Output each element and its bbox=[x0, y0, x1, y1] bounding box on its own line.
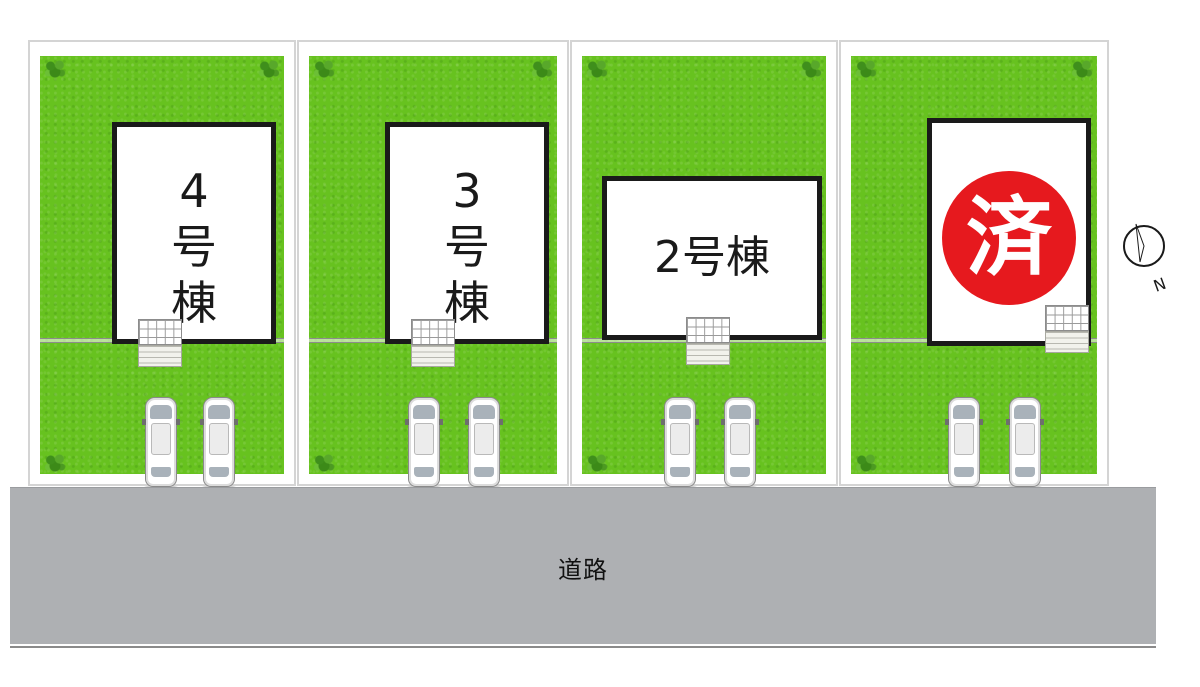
lot-2: 2号棟 bbox=[570, 40, 838, 491]
bush-icon bbox=[800, 58, 822, 78]
entry-steps bbox=[1045, 331, 1089, 353]
house-label: 3 号 棟 bbox=[390, 163, 544, 331]
car-icon bbox=[142, 397, 180, 491]
bush-icon bbox=[586, 452, 608, 472]
north-arrow-icon: N bbox=[1123, 223, 1169, 296]
house-4: 4 号 棟 bbox=[112, 122, 276, 344]
window-grid bbox=[1045, 305, 1089, 331]
house-label-line: 号 bbox=[171, 220, 217, 274]
car-icon bbox=[945, 397, 983, 491]
lot-4: 4 号 棟 bbox=[28, 40, 296, 491]
bush-icon bbox=[855, 58, 877, 78]
car-icon bbox=[661, 397, 699, 491]
bush-icon bbox=[258, 58, 280, 78]
bush-icon bbox=[1071, 58, 1093, 78]
sold-badge: 済 bbox=[942, 171, 1076, 305]
lawn: 4 号 棟 bbox=[40, 56, 284, 491]
entry-steps bbox=[411, 345, 455, 367]
house-3: 3 号 棟 bbox=[385, 122, 549, 344]
lawn: 済 bbox=[851, 56, 1097, 491]
bush-icon bbox=[531, 58, 553, 78]
window-grid bbox=[138, 319, 182, 345]
house-2: 2号棟 bbox=[602, 176, 822, 340]
bush-icon bbox=[855, 452, 877, 472]
window-grid bbox=[411, 319, 455, 345]
road-edge-line bbox=[10, 646, 1156, 648]
bush-icon bbox=[586, 58, 608, 78]
lawn: 2号棟 bbox=[582, 56, 826, 491]
lawn: 3 号 棟 bbox=[309, 56, 557, 491]
house-label: 4 号 棟 bbox=[117, 163, 271, 331]
house-label: 2号棟 bbox=[654, 232, 770, 283]
road-label: 道路 bbox=[558, 556, 608, 584]
entry-steps bbox=[138, 345, 182, 367]
car-icon bbox=[721, 397, 759, 491]
house-label-line: 3 bbox=[452, 164, 482, 218]
road: 道路 bbox=[10, 487, 1156, 644]
bush-icon bbox=[44, 58, 66, 78]
car-icon bbox=[200, 397, 238, 491]
car-icon bbox=[1006, 397, 1044, 491]
north-label: N bbox=[1151, 274, 1169, 296]
house-label-line: 号 bbox=[444, 220, 490, 274]
lot-3: 3 号 棟 bbox=[297, 40, 569, 491]
lot-1: 済 bbox=[839, 40, 1109, 491]
compass: N bbox=[1118, 210, 1174, 300]
bush-icon bbox=[313, 58, 335, 78]
bush-icon bbox=[313, 452, 335, 472]
window-grid bbox=[686, 317, 730, 343]
bush-icon bbox=[44, 452, 66, 472]
car-icon bbox=[465, 397, 503, 491]
car-icon bbox=[405, 397, 443, 491]
house-label-line: 4 bbox=[179, 164, 209, 218]
entry-steps bbox=[686, 343, 730, 365]
